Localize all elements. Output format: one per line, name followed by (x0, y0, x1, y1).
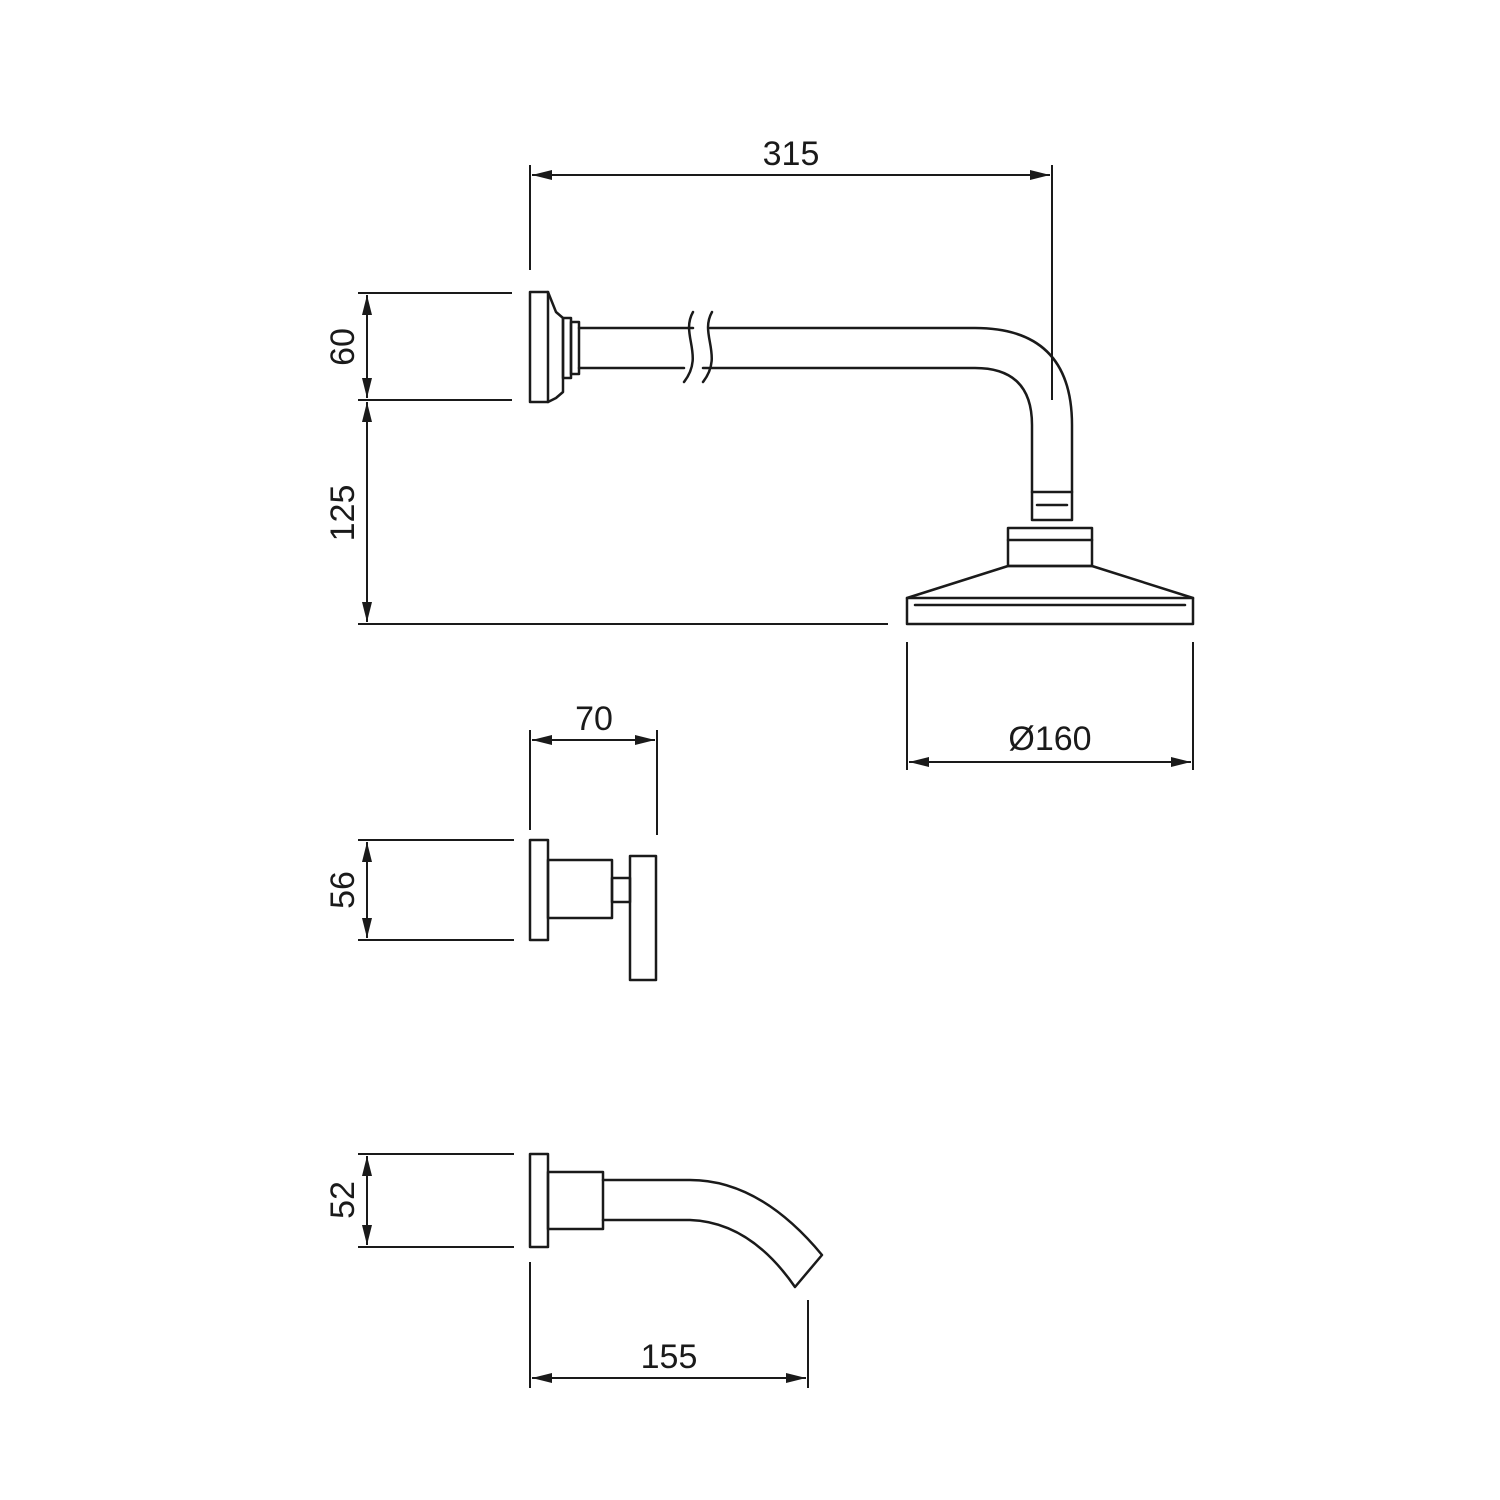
dimension-lines (358, 165, 1194, 1388)
handle-body (546, 858, 614, 920)
valve-handle-assembly (528, 838, 658, 982)
shower-arm-tube (577, 326, 1074, 494)
tub-spout-assembly (528, 1152, 824, 1289)
label-handle-projection: 70 (575, 700, 613, 738)
label-arm-length: 315 (763, 135, 820, 173)
dimension-labels: 315 60 125 Ø160 70 56 52 155 (324, 135, 1092, 1376)
spout-collar (546, 1170, 605, 1231)
shower-arm-assembly (528, 290, 1195, 626)
arm-break-mark (682, 310, 714, 384)
label-drop-height: 125 (324, 485, 362, 542)
swivel-joint (1030, 490, 1074, 522)
handle-stem (610, 876, 632, 904)
label-handle-flange: 56 (324, 871, 362, 909)
label-spout-projection: 155 (641, 1338, 698, 1376)
spout-tube (601, 1178, 824, 1289)
arm-wall-flange (528, 290, 565, 404)
spout-wall-plate (528, 1152, 550, 1249)
handle-wall-plate (528, 838, 550, 942)
label-spout-flange: 52 (324, 1181, 362, 1219)
label-head-diameter: Ø160 (1008, 720, 1091, 758)
head-neck (1006, 526, 1094, 568)
shower-head (905, 564, 1195, 626)
handle-lever (628, 854, 658, 982)
label-flange-height: 60 (324, 328, 362, 366)
